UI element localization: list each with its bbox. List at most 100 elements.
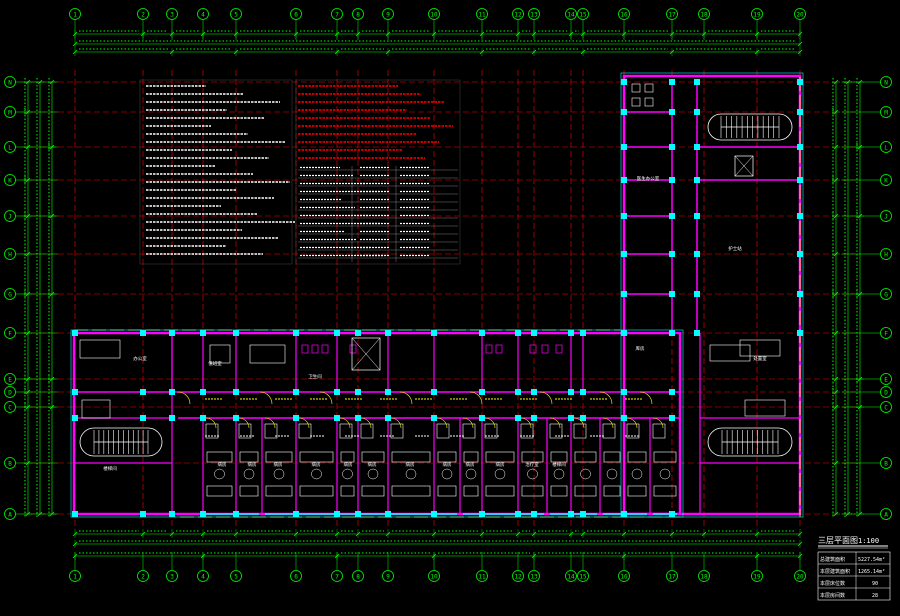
axis-bubble-col-label: 3 [170,12,174,19]
drawing-scale: 1:100 [858,537,879,545]
axis-bubble-row-label: H [8,252,12,259]
room-label: 病房 [274,461,283,468]
axis-bubble-col-label: 7 [335,12,339,19]
room-label: 医生办公室 [637,175,660,182]
axis-bubble-col-label: 13 [530,12,538,19]
structural-column [568,389,574,395]
structural-column [694,251,700,257]
room-label: 病房 [368,461,377,468]
structural-column [200,330,206,336]
axis-bubble-col-label: 8 [356,12,360,19]
summary-value-1: 1265.14m² [858,569,885,575]
structural-column [431,389,437,395]
structural-column [72,511,78,517]
axis-bubble-col [476,8,488,20]
bed [463,451,479,463]
toilet-fixture [529,344,537,354]
structural-column [140,389,146,395]
elevator [351,337,381,371]
axis-bubble-row [880,76,892,88]
axis-bubble-col [331,8,343,20]
axis-bubble-col [698,570,710,582]
axis-bubble-col-label: 6 [294,12,298,19]
structural-column [694,109,700,115]
bed [206,485,233,497]
notes-table [295,79,461,265]
structural-column [200,415,206,421]
bed [603,451,621,463]
axis-bubble-col [751,8,763,20]
bathroom [462,423,476,439]
axis-bubble-col-label: 13 [530,574,538,581]
structural-column [531,389,537,395]
structural-column [621,389,627,395]
axis-bubble-col-label: 15 [579,574,587,581]
structural-column [169,415,175,421]
bed [437,485,457,497]
axis-bubble-row-label: D [884,390,888,397]
fixture [644,83,654,93]
door-swing [652,417,664,429]
structural-column [233,330,239,336]
room-label: 护士站 [728,245,742,252]
axis-bubble-row-label: C [884,405,888,412]
bed [361,485,385,497]
bed [653,485,677,497]
structural-column [621,330,627,336]
bed [485,451,515,463]
axis-bubble-col [698,8,710,20]
axis-bubble-col-label: 1 [73,12,77,19]
structural-column [233,415,239,421]
axis-bubble-row [4,386,16,398]
summary-label-2: 本层床位数 [820,580,845,587]
axis-bubble-row [880,457,892,469]
structural-column [140,511,146,517]
axis-bubble-col-label: 10 [430,574,438,581]
structural-column [531,415,537,421]
door-swing [599,391,613,405]
structural-column [233,389,239,395]
room-label: 值班室 [208,360,222,367]
structural-column [621,251,627,257]
axis-bubble-row-label: M [884,110,888,117]
axis-bubble-col-label: 5 [234,574,238,581]
bed [206,451,233,463]
summary-label-3: 本层房间数 [820,592,845,599]
axis-bubble-col-label: 19 [753,12,761,19]
bed [521,485,544,497]
bed [653,451,677,463]
axis-bubble-col-label: 11 [478,574,486,581]
axis-bubble-col-label: 11 [478,12,486,19]
axis-bubble-row-label: E [8,377,12,384]
structural-column [797,177,803,183]
bathroom [549,423,563,439]
fixture [631,97,641,107]
axis-bubble-row [880,141,892,153]
bathroom [238,423,252,439]
axis-bubble-row [880,106,892,118]
room-label: 病房 [496,461,505,468]
drawing-title: 三层平面图 [818,536,858,545]
door-swing [205,417,217,429]
bed [485,485,515,497]
structural-column [621,177,627,183]
structural-column [385,511,391,517]
door-swing [626,417,638,429]
furniture-item [709,344,751,362]
structural-column [797,213,803,219]
bed [299,485,334,497]
axis-bubble-col [230,8,242,20]
structural-column [621,213,627,219]
axis-bubble-row-label: A [8,512,12,519]
bathroom [602,423,616,439]
structural-column [140,415,146,421]
structural-column [200,389,206,395]
axis-bubble-col-label: 4 [201,574,205,581]
axis-bubble-row [880,386,892,398]
axis-bubble-col-label: 16 [620,12,628,19]
axis-bubble-col [166,570,178,582]
door-swing [360,417,372,429]
axis-bubble-row [4,457,16,469]
axis-bubble-row-label: N [884,80,888,87]
axis-bubble-col [382,8,394,20]
